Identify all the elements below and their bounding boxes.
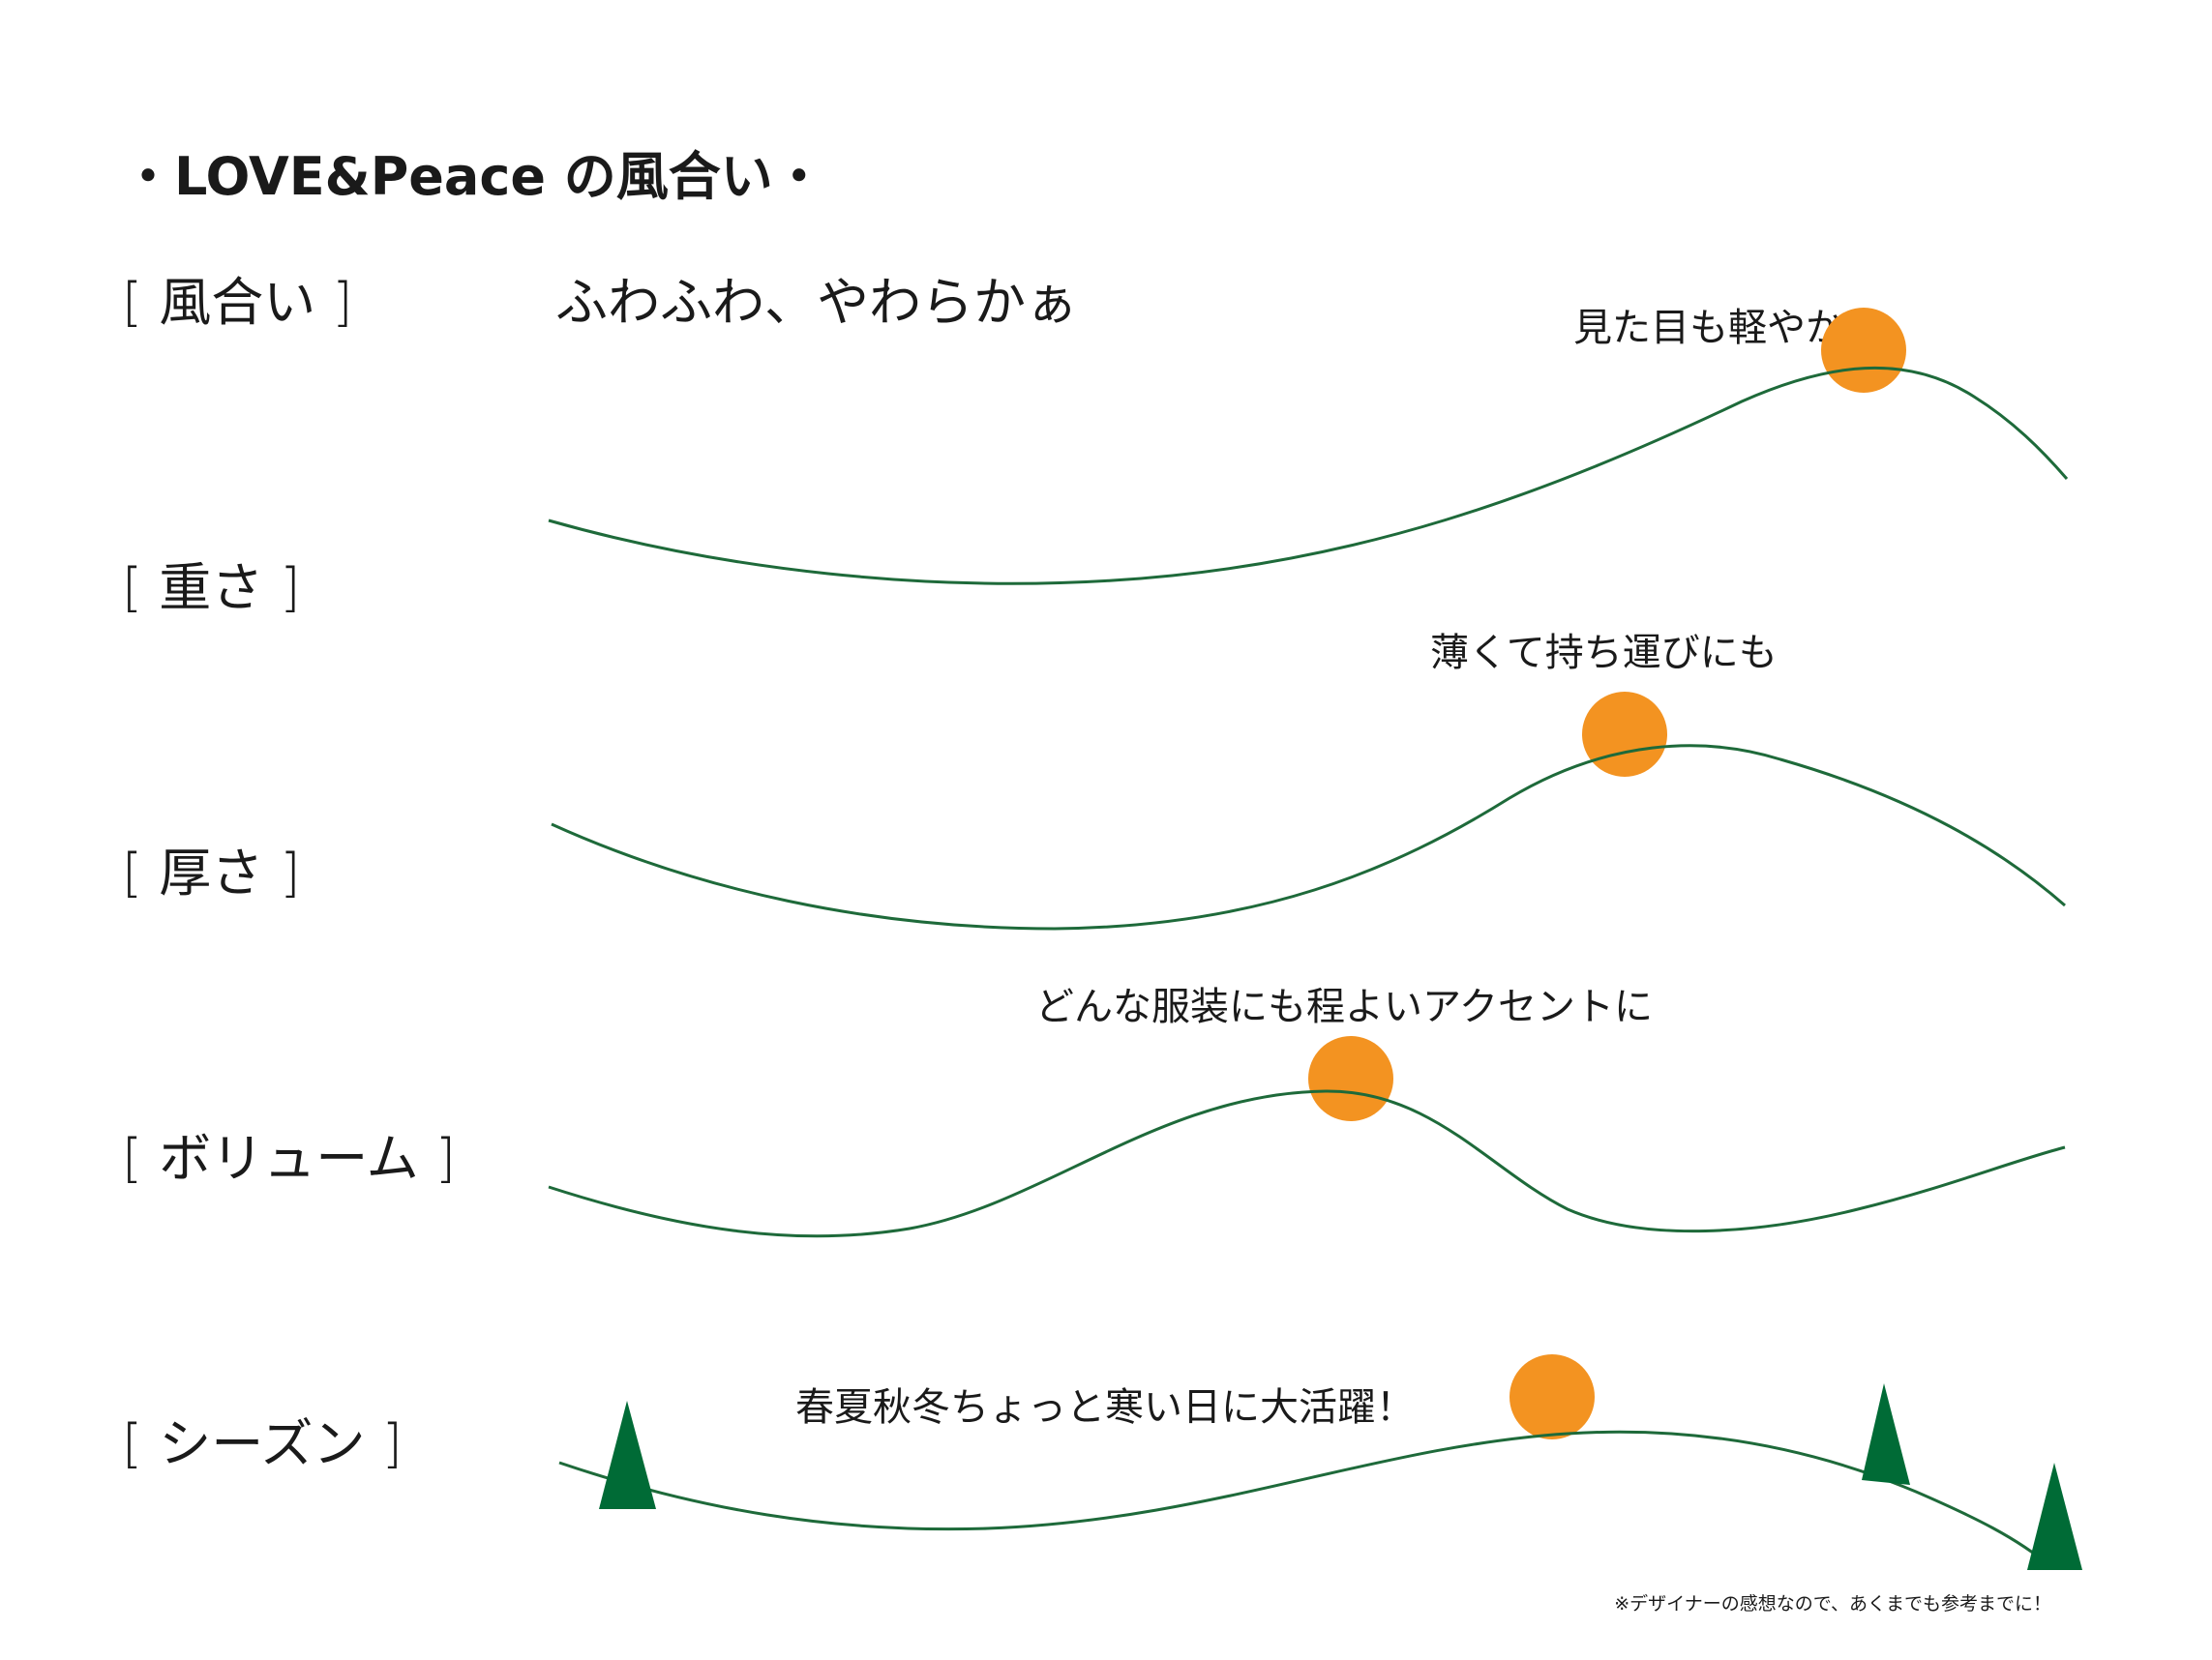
label-bracket-close: ] (381, 1413, 403, 1474)
label-text: 重さ (159, 557, 264, 618)
season-caption: 春夏秋冬ちょっと寒い日に大活躍！ (795, 1385, 1415, 1430)
texture-description: ふわふわ、やわらかぁ (555, 272, 1078, 333)
weight-illustration (548, 308, 2069, 585)
label-bracket-open: [ (122, 843, 143, 904)
label-text: ボリューム (159, 1128, 419, 1189)
sun-icon (1510, 1354, 1595, 1439)
label-season: [ シーズン ] (122, 1401, 403, 1477)
label-text: 厚さ (159, 843, 264, 904)
label-bracket-close: ] (280, 843, 301, 904)
label-bracket-open: [ (122, 272, 143, 333)
volume-caption: どんな服装にも程よいアクセントに (1035, 985, 1653, 1029)
label-bracket-close: ] (280, 557, 301, 618)
label-text: 風合い (159, 272, 316, 333)
label-bracket-open: [ (122, 557, 143, 618)
weight-caption: 見た目も軽やか (1573, 306, 1844, 350)
label-texture: [ 風合い ] (122, 259, 353, 336)
tree-icon (2027, 1463, 2082, 1570)
season-illustration (558, 1354, 2082, 1570)
thickness-wave-line (551, 744, 2066, 931)
volume-wave-line (548, 1089, 2066, 1238)
label-bracket-open: [ (122, 1128, 143, 1189)
volume-illustration (548, 1036, 2066, 1238)
footnote: ※デザイナーの感想なので、あくまでも参考までに！ (1614, 1593, 2051, 1615)
tree-icon (1862, 1383, 1910, 1485)
page-title: ・LOVE&Peace の風合い・ (122, 146, 825, 207)
label-thickness: [ 厚さ ] (122, 830, 301, 906)
label-volume: [ ボリューム ] (122, 1115, 456, 1192)
sun-icon (1308, 1036, 1393, 1121)
tree-icon (599, 1401, 656, 1509)
weight-wave-line (548, 366, 2069, 585)
thickness-illustration (551, 692, 2066, 931)
sun-icon (1821, 308, 1906, 393)
label-bracket-open: [ (122, 1413, 143, 1474)
label-text: シーズン (159, 1413, 366, 1474)
label-bracket-close: ] (332, 272, 353, 333)
thickness-caption: 薄くて持ち運びにも (1430, 631, 1778, 675)
label-weight: [ 重さ ] (122, 545, 301, 621)
season-wave-line (558, 1430, 2052, 1569)
label-bracket-close: ] (434, 1128, 456, 1189)
sun-icon (1582, 692, 1667, 777)
